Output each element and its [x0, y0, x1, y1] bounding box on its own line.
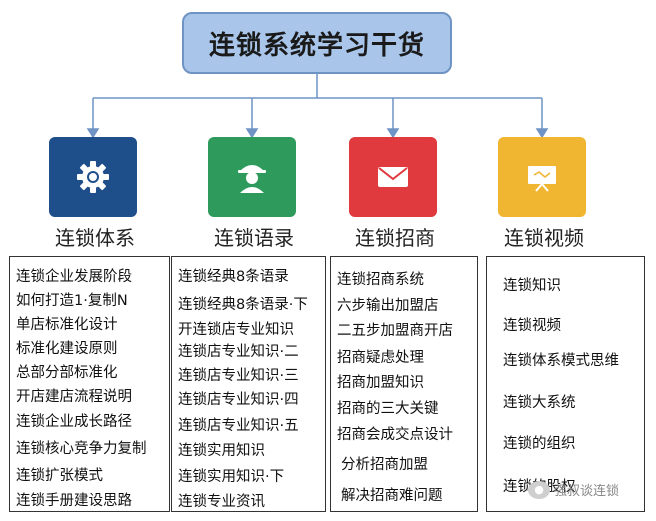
gear-icon — [77, 161, 109, 193]
arrow-2 — [245, 128, 259, 139]
list-item: 连锁的组织 — [503, 436, 576, 452]
list-item: 连锁店专业知识·二 — [178, 344, 299, 360]
list-item: 连锁扩张模式 — [16, 468, 103, 484]
list-item: 连锁企业成长路径 — [16, 414, 132, 430]
list-item: 连锁经典8条语录 — [178, 269, 289, 285]
list-item: 招商会成交点设计 — [337, 427, 453, 443]
tile-chain-quotes — [208, 137, 296, 217]
list-item: 连锁企业发展阶段 — [16, 269, 132, 285]
list-item: 连锁手册建设思路 — [16, 493, 132, 509]
category-label-video: 连锁视频 — [504, 226, 584, 250]
person-icon — [238, 165, 266, 193]
category-label-franchise: 连锁招商 — [355, 226, 435, 250]
list-item: 开店建店流程说明 — [16, 389, 132, 405]
list-item: 开连锁店专业知识 — [178, 322, 294, 338]
list-item: 连锁实用知识 — [178, 443, 265, 459]
list-item: 连锁招商系统 — [337, 272, 424, 288]
monitor-icon — [528, 166, 556, 192]
list-item: 总部分部标准化 — [16, 365, 118, 381]
list-item: 连锁实用知识·下 — [178, 469, 285, 485]
arrow-4 — [535, 128, 549, 139]
list-item: 解决招商难问题 — [341, 488, 443, 504]
list-item: 连锁体系模式思维 — [503, 353, 619, 369]
category-label-system: 连锁体系 — [55, 226, 135, 250]
column-franchise: 连锁招商系统 六步输出加盟店 二五步加盟商开店 招商疑虑处理 招商加盟知识 招商… — [330, 256, 478, 512]
list-item: 连锁店专业知识·三 — [178, 368, 299, 384]
column-video: 连锁知识 连锁视频 连锁体系模式思维 连锁大系统 连锁的组织 连锁的股权 — [486, 256, 645, 512]
category-label-quotes: 连锁语录 — [214, 226, 294, 250]
tile-chain-video — [498, 137, 586, 217]
tile-chain-system — [49, 137, 137, 217]
list-item: 二五步加盟商开店 — [337, 323, 453, 339]
list-item: 如何打造1·复制N — [16, 293, 128, 309]
column-system: 连锁企业发展阶段 如何打造1·复制N 单店标准化设计 标准化建设原则 总部分部标… — [9, 256, 170, 512]
list-item: 连锁经典8条语录·下 — [178, 297, 308, 313]
envelope-icon — [378, 167, 408, 187]
list-item: 招商的三大关键 — [337, 401, 439, 417]
watermark-text: 强叔谈连锁 — [554, 484, 620, 499]
list-item: 连锁大系统 — [503, 395, 576, 411]
list-item: 标准化建设原则 — [16, 341, 118, 357]
wechat-icon: ● — [528, 480, 550, 499]
arrow-1 — [86, 128, 100, 139]
list-item: 招商疑虑处理 — [337, 350, 424, 366]
list-item: 连锁知识 — [503, 278, 561, 294]
list-item: 招商加盟知识 — [337, 375, 424, 391]
list-item: 连锁核心竞争力复制 — [16, 441, 147, 457]
arrow-3 — [386, 128, 400, 139]
list-item: 连锁专业资讯 — [178, 494, 265, 510]
list-item: 分析招商加盟 — [341, 457, 428, 473]
list-item: 连锁店专业知识·五 — [178, 418, 299, 434]
tile-chain-franchise — [349, 137, 437, 217]
list-item: 连锁店专业知识·四 — [178, 392, 299, 408]
list-item: 连锁视频 — [503, 318, 561, 334]
watermark: ● 强叔谈连锁 — [528, 480, 619, 499]
list-item: 单店标准化设计 — [16, 317, 118, 333]
column-quotes: 连锁经典8条语录 连锁经典8条语录·下 开连锁店专业知识 连锁店专业知识·二 连… — [171, 256, 326, 512]
diagram-title: 连锁系统学习干货 — [182, 12, 452, 74]
list-item: 六步输出加盟店 — [337, 298, 439, 314]
